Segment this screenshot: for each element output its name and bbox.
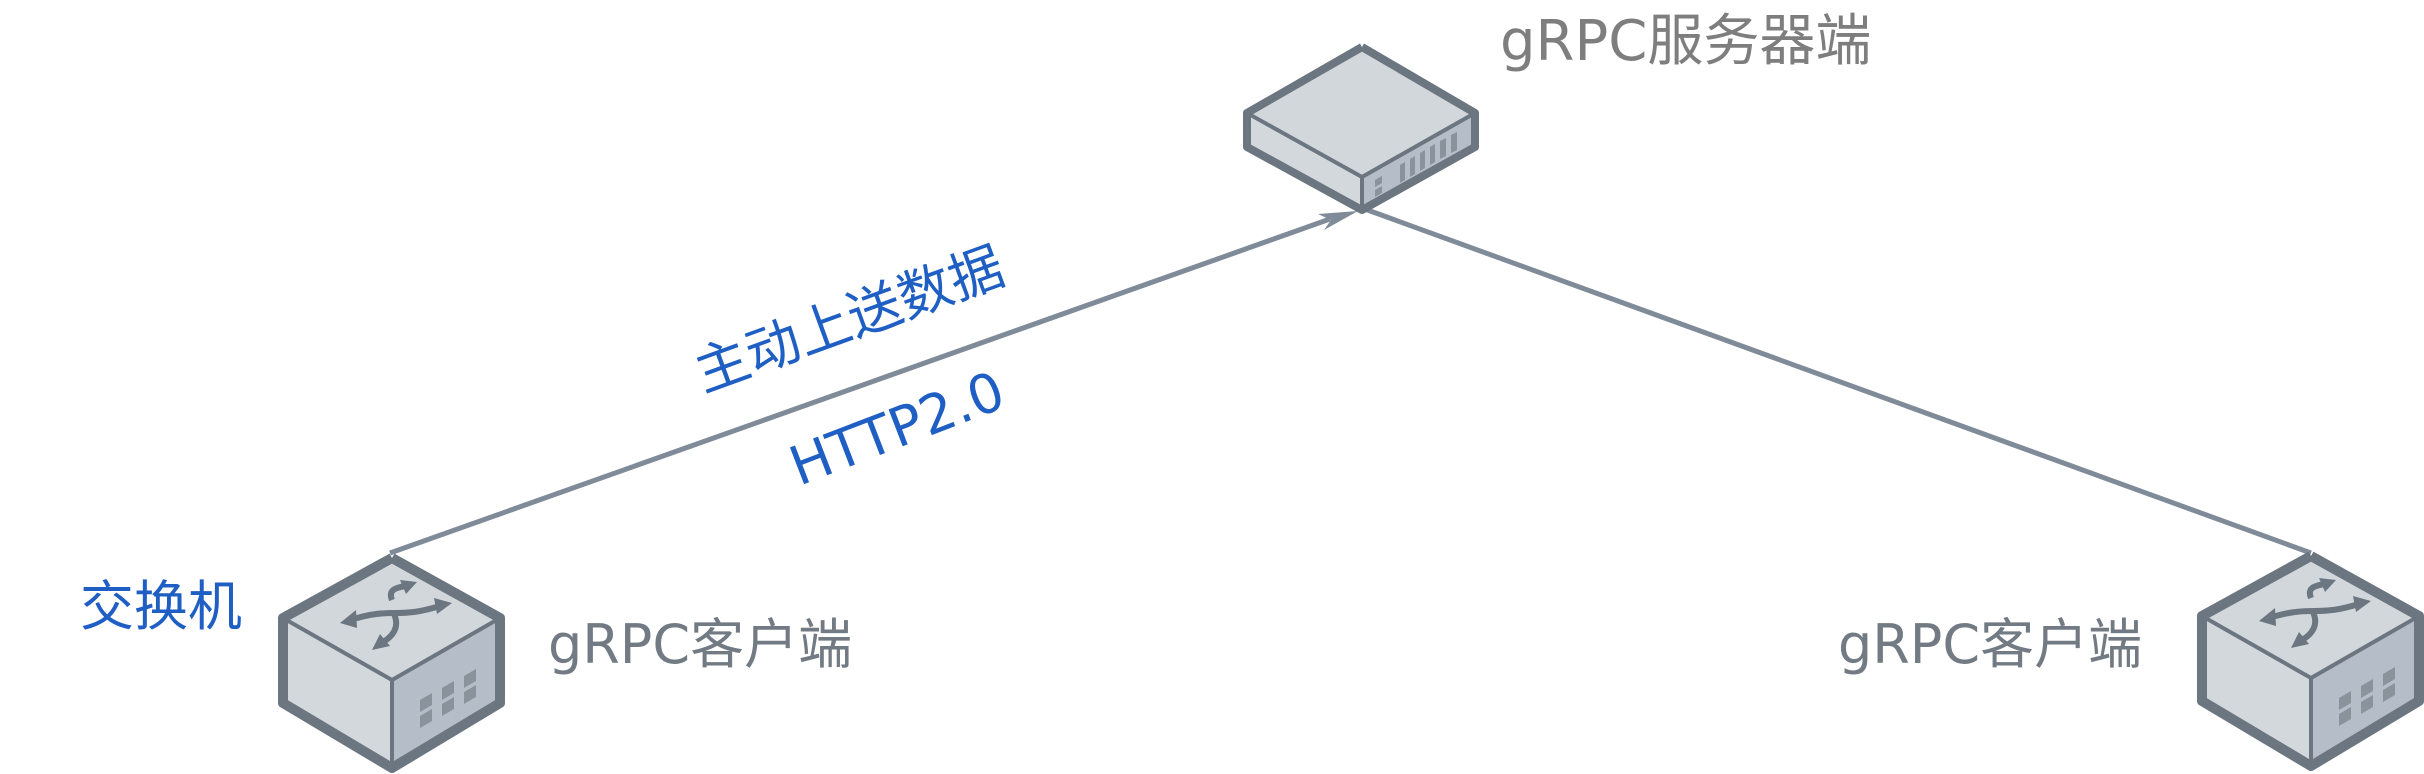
switch-arrows-icon [2268,581,2360,643]
client-left-label: gRPC客户端 [548,613,853,676]
arrowhead-icon [1318,211,1358,230]
client-right-label: gRPC客户端 [1838,613,2143,676]
connection-client-left-to-server [389,211,1358,556]
connection-server-to-client-right [1361,205,2312,556]
switch-icon-right[interactable] [2197,551,2424,771]
switch-label: 交换机 [80,575,242,638]
ports-icon [420,669,476,728]
switch-arrows-icon [349,583,441,645]
server-icon[interactable] [1243,43,1479,214]
server-label: gRPC服务器端 [1500,9,1872,74]
ports-icon [2339,667,2395,726]
switch-icon-left[interactable] [278,553,505,773]
